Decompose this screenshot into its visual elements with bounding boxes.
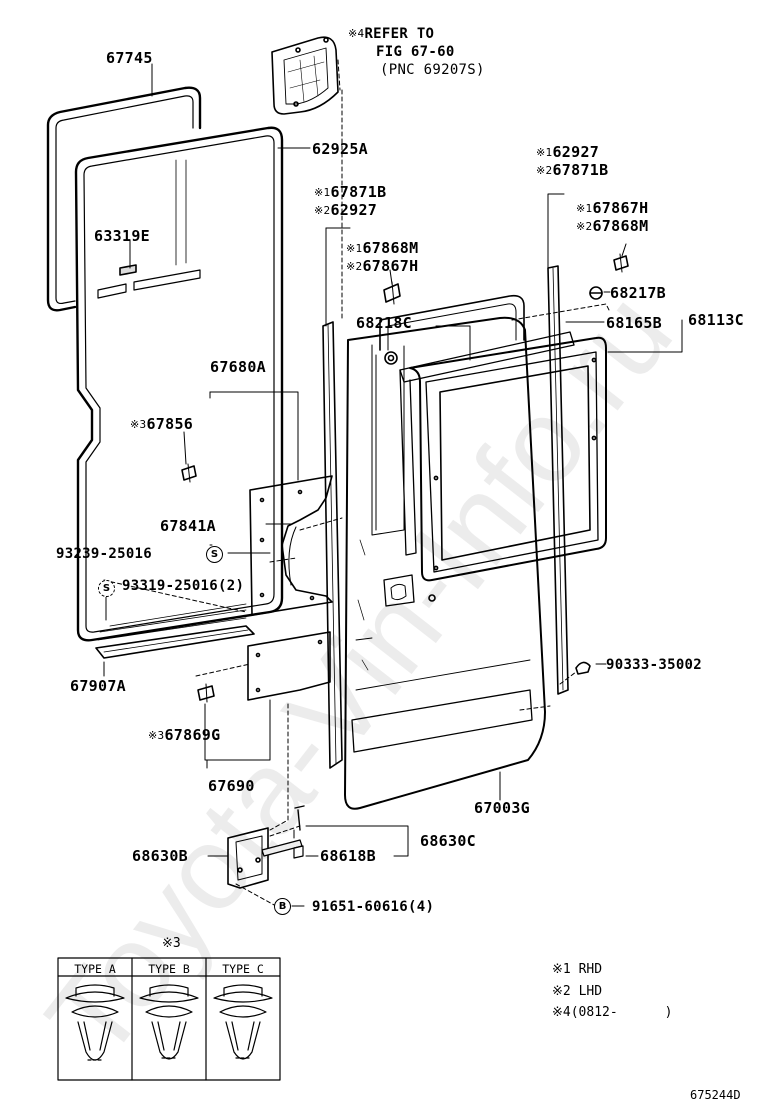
screw-s-dashed-circle-icon: S — [98, 580, 115, 597]
clip-67869G — [197, 683, 215, 703]
mark-2-67867H: ※2 — [346, 260, 363, 273]
clip-67868M — [613, 253, 629, 273]
legend-text-1: RHD — [578, 962, 603, 977]
label-68630B[interactable]: 68630B — [132, 847, 188, 865]
label-68113C[interactable]: 68113C — [688, 311, 744, 329]
window-frame-68165B — [379, 294, 575, 556]
legend-mark-1: ※1 — [552, 962, 571, 977]
window-glass-68113C — [409, 336, 607, 582]
type-c-header: TYPE C — [222, 962, 264, 976]
label-62927-rhd[interactable]: ※162927 — [536, 144, 599, 161]
type-b-header: TYPE B — [148, 962, 190, 976]
legend-row-3: ※4(0812- ) — [552, 1005, 672, 1020]
type-a-header: TYPE A — [74, 962, 116, 976]
label-67680A[interactable]: 67680A — [210, 358, 266, 376]
diagram-id: 675244D — [690, 1088, 741, 1102]
mark-3-67856: ※3 — [130, 418, 147, 431]
mark-2-67871B: ※2 — [536, 164, 553, 177]
label-67868M-lhd[interactable]: ※267868M — [576, 218, 648, 235]
label-67869G-text: 67869G — [164, 726, 221, 744]
clip-68217B — [589, 286, 603, 300]
scuff-plate-67907A — [95, 603, 255, 659]
legend-text-3: (0812- ) — [570, 1005, 673, 1020]
corner-trim-refer — [271, 36, 339, 115]
leader-lines — [103, 63, 683, 907]
mark-2-67868M: ※2 — [576, 220, 593, 233]
label-62925A[interactable]: 62925A — [312, 140, 368, 158]
label-67867H-lhd-text: 67867H — [362, 257, 419, 275]
weatherstrip-67745 — [46, 86, 202, 312]
label-67868M-lhd-text: 67868M — [592, 217, 649, 235]
label-67867H-rhd-text: 67867H — [592, 199, 649, 217]
weatherstrip-62927-left — [322, 321, 343, 769]
label-67856-text: 67856 — [146, 415, 194, 433]
label-62927-lhd-text: 62927 — [330, 201, 378, 219]
label-68630C[interactable]: 68630C — [420, 832, 476, 850]
label-67869G[interactable]: ※367869G — [148, 727, 220, 744]
label-91651[interactable]: 91651-60616(4) — [312, 899, 435, 915]
mark-1-62927: ※1 — [536, 146, 553, 159]
bolt-b-circle-icon: B — [274, 898, 291, 915]
type-table — [57, 957, 281, 1081]
label-67868M-rhd-text: 67868M — [362, 239, 419, 257]
label-67867H-lhd[interactable]: ※267867H — [346, 258, 418, 275]
trim-board-67680A — [249, 475, 333, 616]
legend-row-1: ※1 RHD — [552, 962, 602, 977]
label-67871B-lhd-text: 67871B — [552, 161, 609, 179]
type-table-mark: ※3 — [162, 936, 181, 951]
legend-mark-3: ※4 — [552, 1005, 571, 1020]
label-68165B[interactable]: 68165B — [606, 314, 662, 332]
mark-1-67868M: ※1 — [346, 242, 363, 255]
label-62927-lhd[interactable]: ※262927 — [314, 202, 377, 219]
screw-s-circle-icon: S — [206, 546, 223, 563]
clip-type-a-drawing — [65, 984, 125, 1061]
label-63319E[interactable]: 63319E — [94, 227, 150, 245]
legend-row-2: ※2 LHD — [552, 984, 602, 999]
label-93319[interactable]: 93319-25016(2) — [122, 578, 245, 594]
door-check-68630B — [227, 805, 305, 889]
label-68217B[interactable]: 68217B — [610, 284, 666, 302]
clip-type-c-drawing — [213, 984, 273, 1060]
weatherstrip-62925A — [74, 126, 284, 642]
refer-line1-text: REFER TO — [364, 26, 435, 42]
mark-4-refer: ※4 — [348, 27, 365, 40]
plug-90333 — [575, 661, 591, 675]
label-67871B-rhd-text: 67871B — [330, 183, 387, 201]
label-68218C[interactable]: 68218C — [356, 314, 412, 332]
clip-type-b-drawing — [139, 984, 199, 1060]
trim-board-67690 — [247, 631, 331, 701]
weatherstrip-62927-right — [547, 265, 569, 695]
label-68618B[interactable]: 68618B — [320, 847, 376, 865]
label-67003G[interactable]: 67003G — [474, 799, 530, 817]
clip-67867H — [383, 281, 401, 305]
label-90333[interactable]: 90333-35002 — [606, 657, 703, 673]
refer-note-line2[interactable]: FIG 67-60 — [376, 44, 455, 60]
label-67871B-lhd[interactable]: ※267871B — [536, 162, 608, 179]
clip-68218C — [384, 351, 398, 365]
clip-67856 — [181, 463, 197, 483]
label-93239[interactable]: 93239-25016 — [56, 546, 153, 562]
label-67841A[interactable]: 67841A — [160, 517, 216, 535]
label-67868M-rhd[interactable]: ※167868M — [346, 240, 418, 257]
legend-text-2: LHD — [578, 984, 603, 999]
mark-1-67867H: ※1 — [576, 202, 593, 215]
label-62927-rhd-text: 62927 — [552, 143, 600, 161]
label-67907A[interactable]: 67907A — [70, 677, 126, 695]
label-67867H-rhd[interactable]: ※167867H — [576, 200, 648, 217]
legend-mark-2: ※2 — [552, 984, 571, 999]
label-67745[interactable]: 67745 — [106, 49, 153, 67]
clip-63319E — [119, 264, 137, 276]
mark-1-67871B: ※1 — [314, 186, 331, 199]
label-67871B-rhd[interactable]: ※167871B — [314, 184, 386, 201]
refer-note-line3: (PNC 69207S) — [380, 62, 485, 78]
dashed-leaders — [103, 59, 611, 907]
mark-3-67869G: ※3 — [148, 729, 165, 742]
mark-2-62927: ※2 — [314, 204, 331, 217]
label-67690[interactable]: 67690 — [208, 777, 255, 795]
refer-note-line1: ※4REFER TO — [348, 26, 434, 42]
label-67856[interactable]: ※367856 — [130, 416, 193, 433]
